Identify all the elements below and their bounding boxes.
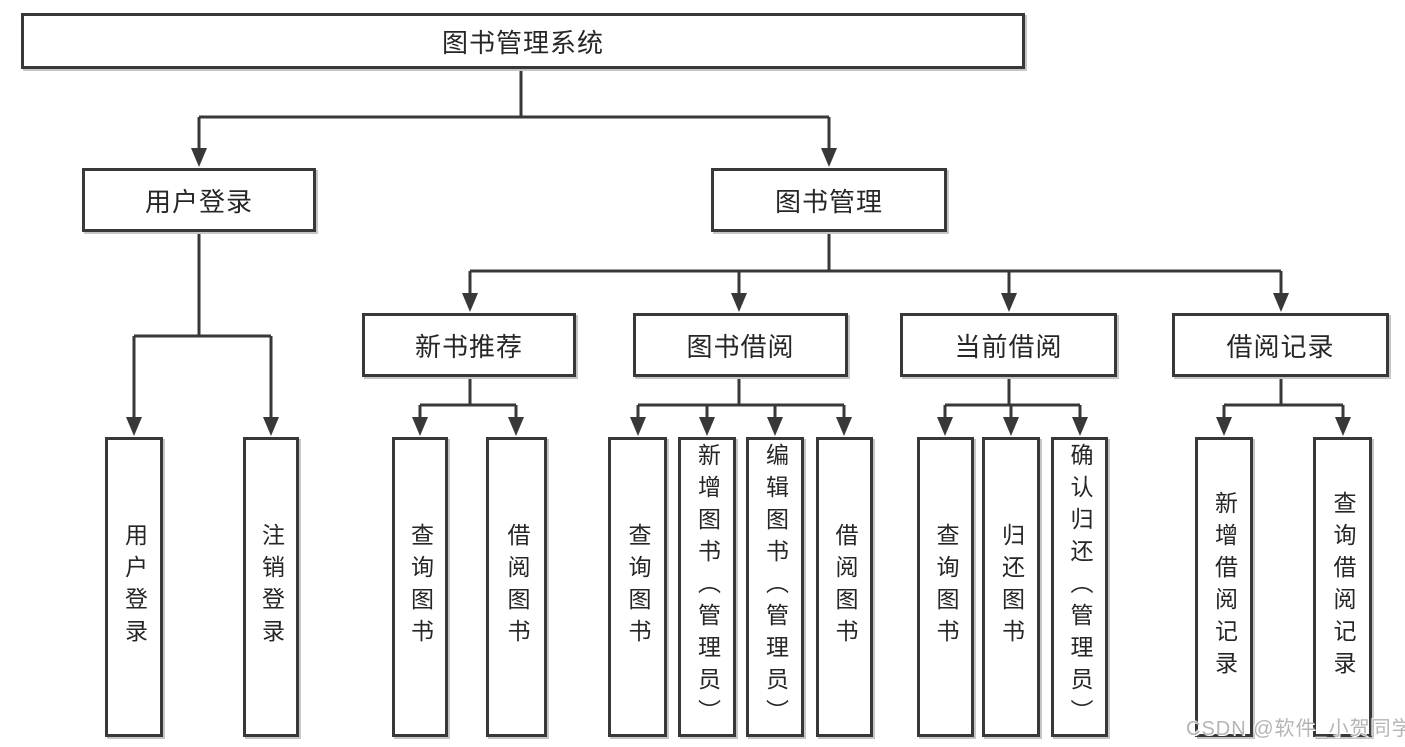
leaf-recommend-borrow-books: 借阅图书 [486,437,547,737]
leaf-borrow-borrow-books-label: 借阅图书 [832,523,858,651]
node-book-management-label: 图书管理 [774,186,883,217]
leaf-borrow-query-books-label: 查询图书 [625,523,651,651]
node-current-borrow: 当前借阅 [900,313,1117,377]
node-book-management: 图书管理 [711,168,947,232]
node-library-system: 图书管理系统 [21,13,1025,69]
watermark: CSDN @软件_小贺同学 [1186,718,1405,740]
leaf-borrow-add-books-admin: 新增图书（管理员） [678,437,736,737]
leaf-records-query-record: 查询借阅记录 [1313,437,1372,737]
leaf-login-logout: 注销登录 [243,437,299,737]
leaf-recommend-query-books: 查询图书 [392,437,448,737]
leaf-records-query-record-label: 查询借阅记录 [1330,491,1356,683]
node-new-book-recommend: 新书推荐 [362,313,576,377]
node-library-system-label: 图书管理系统 [441,27,604,58]
leaf-current-confirm-return-admin-label: 确认归还（管理员） [1067,443,1093,731]
leaf-login-user-login: 用户登录 [105,437,163,737]
node-current-borrow-label: 当前借阅 [954,331,1063,362]
leaf-borrow-query-books: 查询图书 [608,437,667,737]
node-user-login: 用户登录 [82,168,316,232]
leaf-current-return-books-label: 归还图书 [998,523,1025,651]
leaf-current-query-books-label: 查询图书 [933,523,959,651]
leaf-borrow-edit-books-admin: 编辑图书（管理员） [746,437,804,737]
node-user-login-label: 用户登录 [144,186,253,217]
node-book-borrow-label: 图书借阅 [686,331,795,362]
leaf-records-add-record-label: 新增借阅记录 [1211,491,1238,683]
leaf-current-return-books: 归还图书 [982,437,1040,737]
node-borrow-records: 借阅记录 [1172,313,1389,377]
node-borrow-records-label: 借阅记录 [1226,331,1335,362]
leaf-borrow-edit-books-admin-label: 编辑图书（管理员） [762,443,789,731]
leaf-recommend-borrow-books-label: 借阅图书 [504,523,530,651]
node-book-borrow: 图书借阅 [633,313,848,377]
leaf-records-add-record: 新增借阅记录 [1195,437,1253,737]
node-new-book-recommend-label: 新书推荐 [414,331,523,362]
leaf-recommend-query-books-label: 查询图书 [407,523,434,651]
leaf-login-logout-label: 注销登录 [258,523,285,651]
leaf-borrow-borrow-books: 借阅图书 [816,437,873,737]
leaf-current-confirm-return-admin: 确认归还（管理员） [1051,437,1108,737]
leaf-login-user-login-label: 用户登录 [121,523,148,651]
leaf-current-query-books: 查询图书 [917,437,974,737]
leaf-borrow-add-books-admin-label: 新增图书（管理员） [694,443,721,731]
